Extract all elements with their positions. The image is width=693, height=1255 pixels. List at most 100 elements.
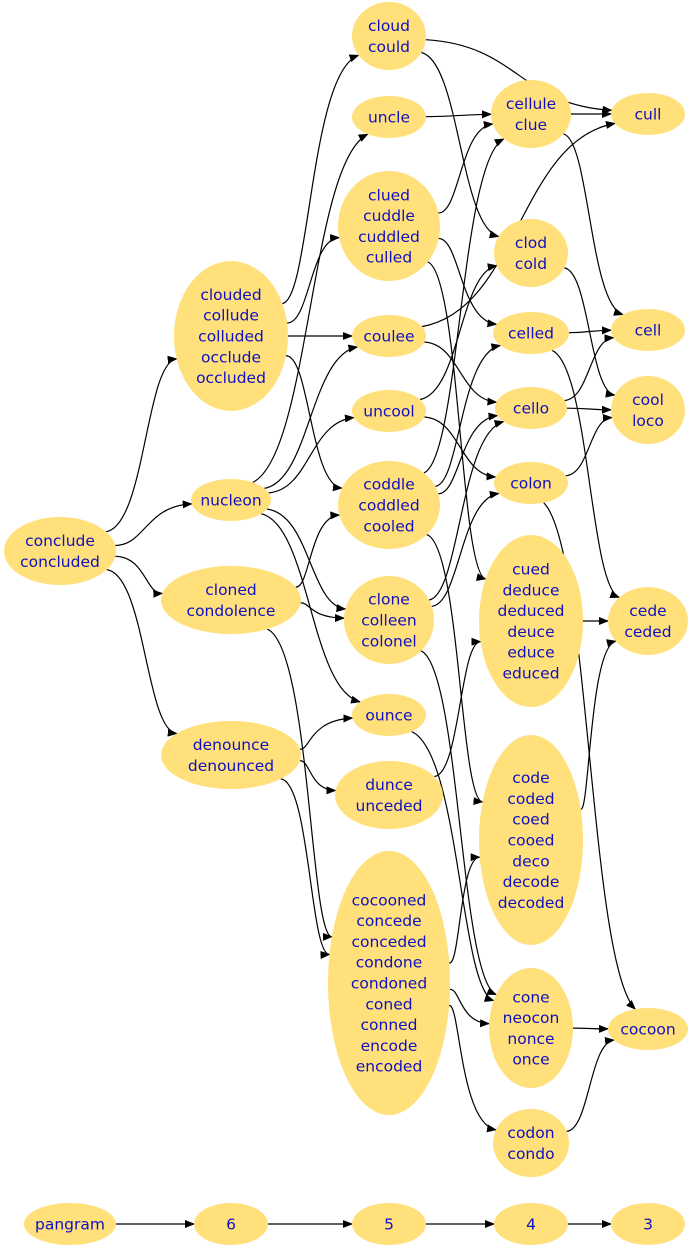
node-cocooned-label: condone [356, 954, 423, 972]
node-ounce-label: ounce [365, 707, 412, 725]
edge-clone-to-colon [431, 490, 500, 607]
edge-denounce-to-cocooned [280, 778, 331, 959]
edge-uncool-to-clod [419, 263, 498, 401]
edge-colon-to-cool [565, 414, 613, 477]
edge-uncle-to-cellule [425, 110, 492, 119]
node-code-label: coded [507, 790, 554, 808]
edge-cocooned-to-cone [449, 988, 491, 1028]
edge-conclude-to-denounce [106, 569, 178, 737]
edge-conclude-to-nucleon [115, 500, 193, 547]
node-clouded-label: occluded [196, 369, 266, 387]
edge-coddle-to-code [426, 534, 484, 805]
node-cued-label: educe [507, 644, 554, 662]
edge-celled-to-cede [551, 349, 621, 598]
edge-dunce-to-cued [434, 637, 482, 778]
node-cell: cell [611, 309, 685, 351]
node-n5-shape [352, 1203, 426, 1245]
edge-coulee-to-cello [424, 341, 498, 406]
node-cull: cull [611, 93, 685, 135]
node-cull-shape [611, 93, 685, 135]
edge-denounce-to-ounce [299, 714, 354, 750]
edge-clone-to-cone [420, 650, 498, 996]
node-cocooned-label: coned [365, 995, 412, 1013]
node-colon: colon [494, 462, 568, 504]
node-clued-label: culled [366, 249, 412, 267]
node-pangram: pangram [24, 1203, 116, 1245]
node-cocooned-label: conned [360, 1016, 417, 1034]
node-clone-label: clone [368, 591, 410, 609]
node-cellule-shape [491, 80, 571, 148]
node-conclude-label: conclude [25, 532, 95, 550]
node-clued-label: cuddled [358, 228, 420, 246]
edge-nucleon-to-uncle [252, 133, 369, 483]
node-cellule-label: clue [515, 116, 547, 134]
node-cued-label: deuce [507, 623, 554, 641]
node-clod-shape [494, 219, 568, 287]
node-cellule: cellule clue [491, 80, 571, 148]
node-n4-shape [494, 1203, 568, 1245]
node-cone-label: neocon [503, 1009, 560, 1027]
node-n6-shape [194, 1203, 268, 1245]
node-n5-label: 5 [384, 1216, 394, 1234]
node-cloned-label: condolence [187, 602, 276, 620]
node-cued-label: educed [502, 665, 559, 683]
node-cellule-label: cellule [506, 95, 556, 113]
node-codon-label: condo [507, 1145, 554, 1163]
node-colon-label: colon [510, 475, 552, 493]
node-coddle-label: coddle [363, 476, 415, 494]
node-pangram-label: pangram [35, 1216, 105, 1234]
node-cool-shape [611, 376, 685, 444]
edge-cloned-to-coddle [295, 511, 341, 588]
node-cocooned-label: conceded [351, 933, 426, 951]
node-clouded-label: colluded [198, 328, 264, 346]
node-cone-label: cone [512, 988, 549, 1006]
node-cloned-label: cloned [205, 581, 257, 599]
node-n6-label: 6 [226, 1216, 236, 1234]
node-conclude-label: concluded [20, 553, 100, 571]
node-clued-label: clued [368, 186, 410, 204]
node-cocooned-label: cocooned [352, 891, 427, 909]
node-clued-label: cuddle [363, 207, 415, 225]
edge-cloned-to-cocooned [266, 628, 333, 941]
node-cede-shape [608, 587, 688, 655]
edge-celled-to-cell [568, 326, 612, 335]
node-conclude-shape [4, 517, 116, 585]
node-colon-shape [494, 462, 568, 504]
node-cocoon-shape [608, 1008, 688, 1050]
edge-clone-to-cello [428, 420, 505, 601]
node-clone-shape [344, 576, 434, 664]
node-code-shape [479, 735, 583, 945]
edge-codon-to-cocoon [566, 1037, 615, 1132]
node-dunce-label: dunce [365, 776, 413, 794]
node-n6: 6 [194, 1203, 268, 1245]
edge-coddle-to-cellule [423, 138, 505, 474]
node-nucleon: nucleon [191, 479, 271, 521]
node-pangram-shape [24, 1203, 116, 1245]
edge-cloud-to-clod [421, 51, 500, 239]
node-cued-shape [479, 535, 583, 707]
edge-clued-to-cued [427, 261, 487, 581]
node-celled: celled [493, 312, 569, 354]
edge-conclude-to-clouded [105, 355, 178, 533]
node-cull-label: cull [635, 106, 662, 124]
node-denounce-label: denounce [193, 736, 269, 754]
node-cone-shape [489, 968, 573, 1088]
edge-coddle-to-celled [435, 343, 502, 487]
node-n5: 5 [352, 1203, 426, 1245]
node-uncool-shape [352, 390, 426, 432]
edge-coddle-to-cello [438, 412, 499, 495]
edge-clued-to-cellule [438, 120, 494, 214]
node-coulee-shape [352, 315, 426, 357]
node-cloud-label: could [368, 38, 410, 56]
node-clod-label: clod [515, 234, 547, 252]
node-coddle-label: cooled [363, 517, 414, 535]
node-cool-label: loco [632, 412, 664, 430]
node-code-label: decoded [498, 894, 565, 912]
